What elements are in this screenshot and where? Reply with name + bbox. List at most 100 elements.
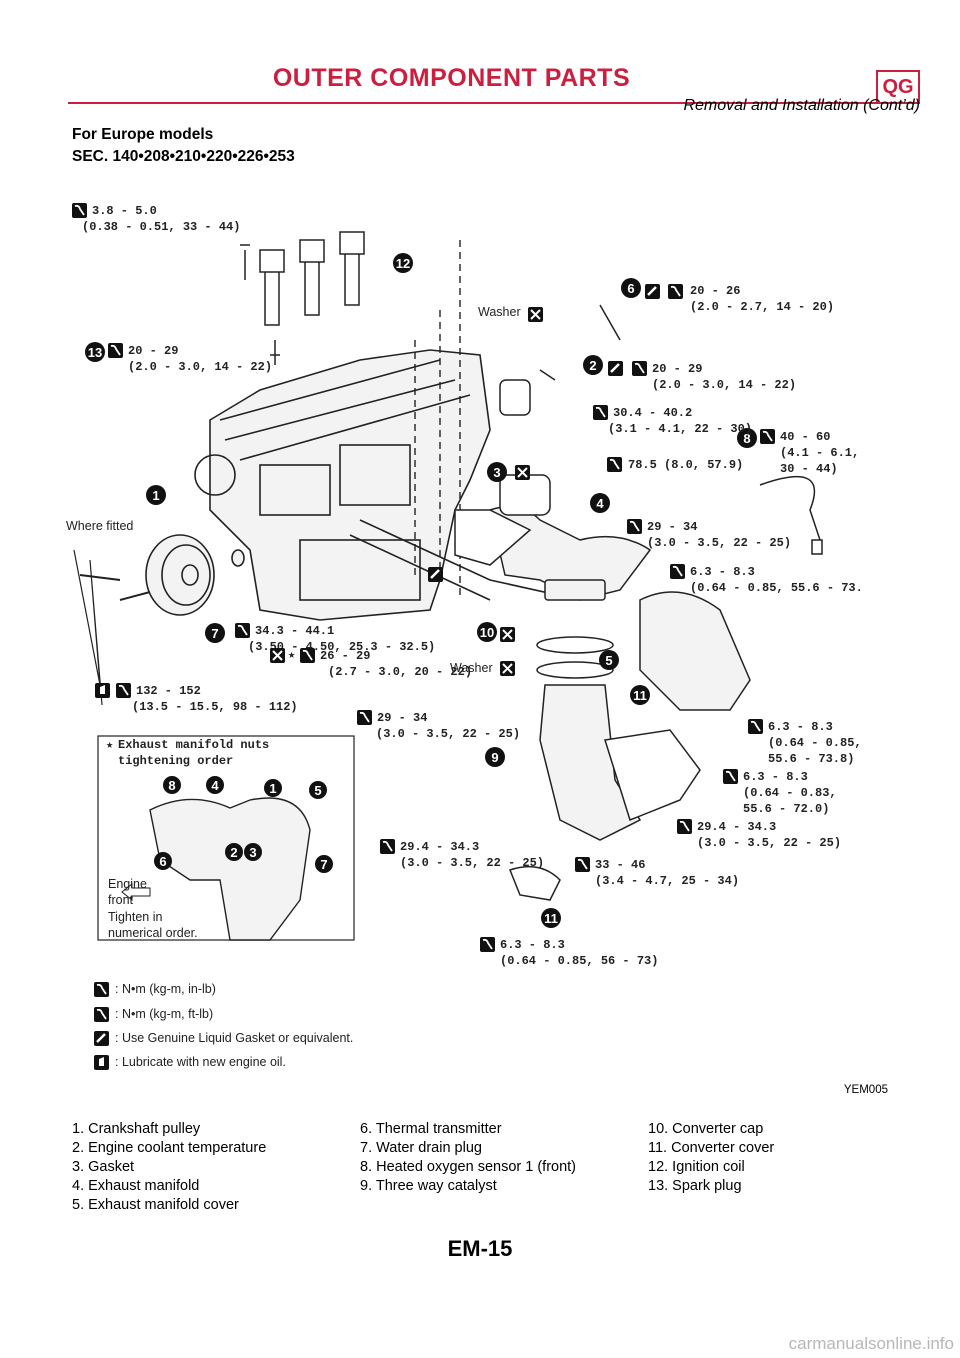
page-number: EM-15	[447, 1236, 513, 1261]
svg-text:33 - 46: 33 - 46	[595, 858, 645, 872]
svg-text:(0.64 - 0.85, 56 - 73): (0.64 - 0.85, 56 - 73)	[500, 954, 658, 968]
svg-text:(0.64 - 0.85, 55.6 - 73.8): (0.64 - 0.85, 55.6 - 73.8)	[690, 581, 860, 595]
svg-text:: Lubricate with new engine oi: : Lubricate with new engine oil.	[115, 1055, 286, 1069]
torque-spec-t10: 34.3 - 44.1 (3.50 - 4.50, 25.3 - 32.5)	[234, 622, 435, 654]
list-item: 6. Thermal transmitter	[360, 1121, 502, 1137]
svg-text:front: front	[108, 893, 134, 907]
torque-spec-t7: 78.5 (8.0, 57.9)	[606, 456, 743, 473]
svg-text:1: 1	[152, 488, 159, 503]
torque-spec-t16: 29.4 - 34.3 (3.0 - 3.5, 22 - 25)	[676, 818, 841, 850]
ignition-coils-drawing	[240, 231, 365, 365]
torque-spec-t19: 6.3 - 8.3 (0.64 - 0.85, 56 - 73)	[479, 936, 658, 968]
svg-text:55.6 - 73.8): 55.6 - 73.8)	[768, 752, 854, 766]
svg-text:30 - 44): 30 - 44)	[780, 462, 838, 476]
torque-spec-t6: 40 - 60 (4.1 - 6.1, 30 - 44)	[759, 428, 859, 476]
svg-text:20 - 26: 20 - 26	[690, 284, 740, 298]
parts-list-col-2: 6. Thermal transmitter 7. Water drain pl…	[360, 1120, 648, 1215]
svg-text:8: 8	[168, 778, 175, 793]
svg-text:12: 12	[396, 256, 410, 271]
svg-text:tightening order: tightening order	[118, 754, 233, 768]
svg-text:3: 3	[249, 845, 256, 860]
svg-text:(3.1 - 4.1, 22 - 30): (3.1 - 4.1, 22 - 30)	[608, 422, 752, 436]
list-item: 12. Ignition coil	[648, 1159, 745, 1175]
svg-text:132 - 152: 132 - 152	[136, 684, 201, 698]
svg-text:(2.0 - 2.7, 14 - 20): (2.0 - 2.7, 14 - 20)	[690, 300, 834, 314]
page-header-title: OUTER COMPONENT PARTS	[272, 64, 631, 92]
svg-text:★: ★	[106, 738, 113, 752]
list-item: 3. Gasket	[72, 1159, 135, 1175]
svg-text:(0.64 - 0.83,: (0.64 - 0.83,	[743, 786, 837, 800]
svg-text:55.6 - 72.0): 55.6 - 72.0)	[743, 802, 829, 816]
misc-labels: Washer Washer Where fitted	[66, 305, 544, 677]
svg-text:Where fitted: Where fitted	[66, 519, 133, 533]
torque-spec-t1: 3.8 - 5.0 (0.38 - 0.51, 33 - 44)	[71, 202, 240, 234]
svg-text:11: 11	[633, 688, 647, 703]
parts-list: 1. Crankshaft pulley 2. Engine coolant t…	[72, 1120, 892, 1215]
section-heading: For Europe models SEC. 140•208•210•220•2…	[72, 124, 295, 168]
svg-text:7: 7	[320, 857, 327, 872]
svg-text:7: 7	[211, 626, 218, 641]
list-item: 1. Crankshaft pulley	[72, 1121, 201, 1137]
svg-text:2: 2	[230, 845, 237, 860]
svg-text:(2.0 - 3.0, 14 - 22): (2.0 - 3.0, 14 - 22)	[128, 360, 272, 374]
list-item: 7. Water drain plug	[360, 1140, 482, 1156]
svg-text:(3.0 - 3.5, 22 - 25): (3.0 - 3.5, 22 - 25)	[400, 856, 544, 870]
svg-text:6.3 - 8.3: 6.3 - 8.3	[743, 770, 808, 784]
list-item: 8. Heated oxygen sensor 1 (front)	[360, 1159, 577, 1175]
svg-text:40 - 60: 40 - 60	[780, 430, 830, 444]
exhaust-system-drawing	[454, 379, 751, 901]
list-item: 13. Spark plug	[648, 1178, 742, 1194]
list-item: 2. Engine coolant temperature	[72, 1140, 267, 1156]
svg-text:29 - 34: 29 - 34	[647, 520, 697, 534]
svg-text:: N•m (kg-m, ft-lb): : N•m (kg-m, ft-lb)	[115, 1007, 213, 1021]
list-item: 4. Exhaust manifold	[72, 1178, 200, 1194]
svg-text:(3.0 - 3.5, 22 - 25): (3.0 - 3.5, 22 - 25)	[647, 536, 791, 550]
svg-text:Washer: Washer	[478, 305, 521, 319]
svg-text:6.3 - 8.3: 6.3 - 8.3	[768, 720, 833, 734]
part-callouts: 1 2 3 4 5 6 7 8 9 10 11 11 12 13	[85, 253, 757, 928]
svg-text:: Use Genuine Liquid Gasket or: : Use Genuine Liquid Gasket or equivalen…	[115, 1031, 353, 1045]
list-item: 10. Converter cap	[648, 1121, 764, 1137]
svg-text:(3.4 - 4.7, 25 - 34): (3.4 - 4.7, 25 - 34)	[595, 874, 739, 888]
svg-text:34.3 - 44.1: 34.3 - 44.1	[255, 624, 334, 638]
tightening-order-inset: ★ Exhaust manifold nuts tightening order…	[97, 735, 355, 941]
torque-spec-t13: 29 - 34 (3.0 - 3.5, 22 - 25)	[356, 709, 520, 741]
svg-text:30.4 - 40.2: 30.4 - 40.2	[613, 406, 692, 420]
torque-spec-t9: 6.3 - 8.3 (0.64 - 0.85, 55.6 - 73.8)	[669, 563, 860, 595]
svg-text:29.4 - 34.3: 29.4 - 34.3	[400, 840, 479, 854]
svg-text:10: 10	[480, 625, 494, 640]
parts-list-col-1: 1. Crankshaft pulley 2. Engine coolant t…	[72, 1120, 360, 1215]
section-title: For Europe models	[72, 126, 214, 143]
parts-list-col-3: 10. Converter cap 11. Converter cover 12…	[648, 1120, 888, 1215]
svg-text:: N•m (kg-m, in-lb): : N•m (kg-m, in-lb)	[115, 982, 216, 996]
svg-text:6: 6	[159, 854, 166, 869]
figure-id: YEM005	[843, 1084, 888, 1096]
torque-spec-t3: 20 - 26 (2.0 - 2.7, 14 - 20)	[643, 282, 834, 314]
crankshaft-pulley-drawing	[73, 534, 245, 706]
svg-text:(3.0 - 3.5, 22 - 25): (3.0 - 3.5, 22 - 25)	[697, 836, 841, 850]
list-item: 9. Three way catalyst	[360, 1178, 497, 1194]
svg-text:(0.64 - 0.85,: (0.64 - 0.85,	[768, 736, 860, 750]
svg-text:3: 3	[493, 465, 500, 480]
svg-text:(4.1 - 6.1,: (4.1 - 6.1,	[780, 446, 859, 460]
svg-text:6.3 - 8.3: 6.3 - 8.3	[690, 565, 755, 579]
torque-spec-t15: 6.3 - 8.3 (0.64 - 0.83, 55.6 - 72.0)	[722, 768, 837, 816]
torque-spec-labels: 3.8 - 5.0 (0.38 - 0.51, 33 - 44) 20 - 29…	[71, 202, 860, 968]
svg-text:29 - 34: 29 - 34	[377, 711, 427, 725]
svg-text:3.8 - 5.0: 3.8 - 5.0	[92, 204, 157, 218]
svg-text:(3.50 - 4.50, 25.3 - 32.5): (3.50 - 4.50, 25.3 - 32.5)	[248, 640, 435, 654]
svg-text:4: 4	[211, 778, 219, 793]
section-codes: SEC. 140•208•210•220•226•253	[72, 148, 295, 165]
svg-text:8: 8	[743, 431, 750, 446]
svg-text:(3.0 - 3.5, 22 - 25): (3.0 - 3.5, 22 - 25)	[376, 727, 520, 741]
list-item: 11. Converter cover	[648, 1140, 775, 1156]
svg-text:2: 2	[589, 358, 596, 373]
svg-text:★: ★	[288, 648, 295, 662]
torque-spec-t11: ★ 26 - 29 (2.7 - 3.0, 20 - 22)	[269, 647, 472, 679]
torque-spec-t17: 29.4 - 34.3 (3.0 - 3.5, 22 - 25)	[379, 838, 544, 870]
svg-text:78.5 (8.0, 57.9): 78.5 (8.0, 57.9)	[628, 458, 743, 472]
torque-spec-t14: 6.3 - 8.3 (0.64 - 0.85, 55.6 - 73.8)	[747, 718, 860, 766]
torque-spec-t2: 20 - 29 (2.0 - 3.0, 14 - 22)	[107, 342, 272, 374]
torque-spec-t4: 20 - 29 (2.0 - 3.0, 14 - 22)	[606, 359, 796, 392]
torque-spec-t5: 30.4 - 40.2 (3.1 - 4.1, 22 - 30)	[592, 404, 752, 436]
